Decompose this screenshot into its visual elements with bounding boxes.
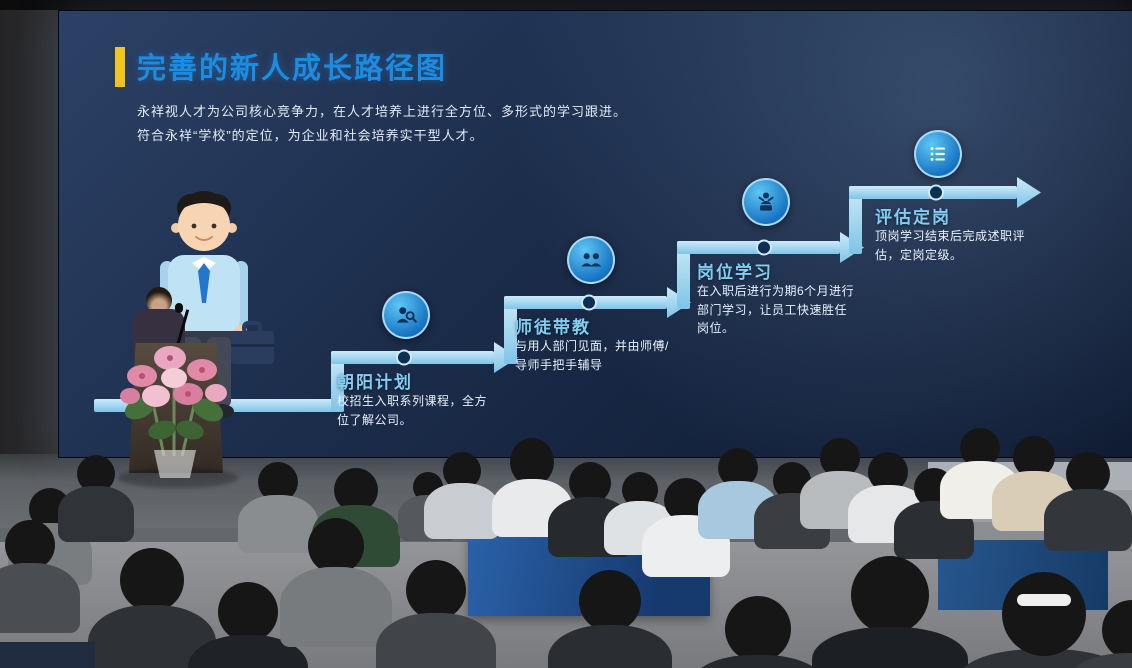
slide-subtitle-line2: 符合永祥“学校”的定位，为企业和社会培养实干型人才。 bbox=[137, 128, 484, 143]
corner-chair bbox=[0, 642, 95, 668]
slide-subtitle-line1: 永祥视人才为公司核心竞争力，在人才培养上进行全方位、多形式的学习跟进。 bbox=[137, 104, 628, 119]
step-2-label: 师徒带教 bbox=[515, 318, 591, 337]
audience-member bbox=[1044, 452, 1132, 551]
step-1-desc: 校招生入职系列课程，全方位了解公司。 bbox=[337, 394, 488, 427]
audience-member bbox=[424, 452, 500, 539]
step-2-desc: 与用人部门见面，并由师傅/导师手把手辅导 bbox=[515, 339, 669, 372]
audience-member bbox=[692, 596, 824, 668]
audience-member bbox=[0, 520, 80, 633]
audience-member bbox=[376, 560, 496, 668]
title-accent-bar bbox=[115, 47, 125, 87]
mentor-people-icon bbox=[567, 236, 615, 284]
audience-member bbox=[88, 548, 216, 668]
step-3-desc: 在入职后进行为期6个月进行部门学习，让员工快速胜任岗位。 bbox=[697, 284, 855, 336]
audience-member bbox=[238, 462, 318, 553]
step-4-label: 评估定岗 bbox=[875, 208, 951, 227]
left-wall bbox=[0, 10, 60, 480]
microphone-head bbox=[175, 303, 183, 313]
person-search-icon bbox=[382, 291, 430, 339]
ceiling bbox=[0, 0, 1132, 12]
audience-member bbox=[812, 556, 968, 668]
slide-title: 完善的新人成长路径图 bbox=[137, 53, 448, 85]
audience-member bbox=[280, 518, 392, 647]
projection-screen: 完善的新人成长路径图 永祥视人才为公司核心竞争力，在人才培养上进行全方位、多形式… bbox=[58, 10, 1132, 458]
step-3-label: 岗位学习 bbox=[697, 263, 773, 282]
audience-member bbox=[58, 455, 134, 542]
step-1-label: 朝阳计划 bbox=[337, 373, 413, 392]
flower-bouquet bbox=[120, 346, 227, 478]
audience-member bbox=[1072, 600, 1132, 668]
step-4-desc: 顶岗学习结束后完成述职评估，定岗定级。 bbox=[875, 229, 1026, 262]
checklist-icon bbox=[914, 130, 962, 178]
person-presenting-icon bbox=[742, 178, 790, 226]
audience-member bbox=[548, 570, 672, 668]
